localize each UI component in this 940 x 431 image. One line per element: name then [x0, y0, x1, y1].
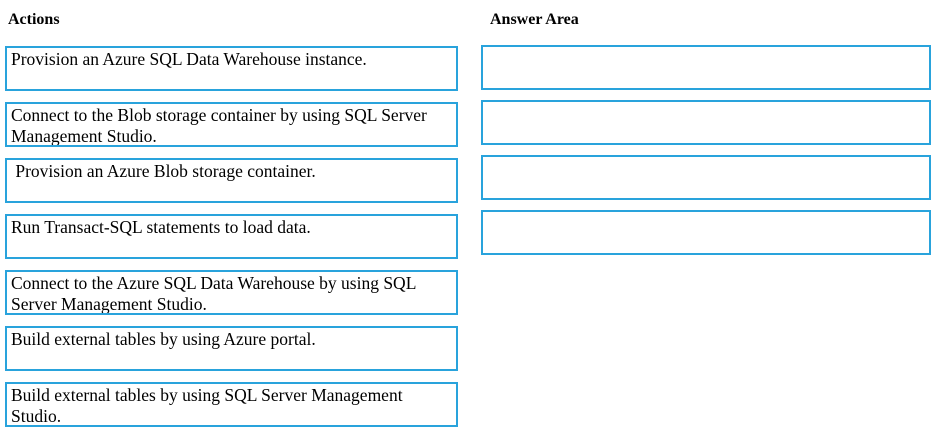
- action-item-connect-sql-dw-ssms[interactable]: Connect to the Azure SQL Data Warehouse …: [5, 270, 458, 315]
- answer-slot-3[interactable]: [481, 155, 931, 200]
- action-item-label: Run Transact-SQL statements to load data…: [11, 217, 311, 237]
- action-item-label: Connect to the Blob storage container by…: [11, 105, 432, 146]
- action-item-label: Provision an Azure SQL Data Warehouse in…: [11, 49, 367, 69]
- action-item-run-tsql[interactable]: Run Transact-SQL statements to load data…: [5, 214, 458, 259]
- action-item-build-tables-ssms[interactable]: Build external tables by using SQL Serve…: [5, 382, 458, 427]
- answer-slot-4[interactable]: [481, 210, 931, 255]
- action-item-build-tables-portal[interactable]: Build external tables by using Azure por…: [5, 326, 458, 371]
- action-item-provision-blob[interactable]: Provision an Azure Blob storage containe…: [5, 158, 458, 203]
- answer-slot-2[interactable]: [481, 100, 931, 145]
- action-item-provision-sql-dw[interactable]: Provision an Azure SQL Data Warehouse in…: [5, 46, 458, 91]
- answer-slot-list: [481, 45, 931, 255]
- action-item-label: Build external tables by using Azure por…: [11, 329, 316, 349]
- action-item-label: Provision an Azure Blob storage containe…: [11, 161, 316, 181]
- answer-area-column: Answer Area: [481, 0, 931, 265]
- action-item-connect-blob-ssms[interactable]: Connect to the Blob storage container by…: [5, 102, 458, 147]
- action-item-label: Build external tables by using SQL Serve…: [11, 385, 407, 426]
- action-item-label: Connect to the Azure SQL Data Warehouse …: [11, 273, 421, 314]
- actions-list: Provision an Azure SQL Data Warehouse in…: [5, 46, 459, 427]
- actions-header: Actions: [8, 11, 60, 28]
- answer-slot-1[interactable]: [481, 45, 931, 90]
- answer-area-header: Answer Area: [490, 11, 579, 28]
- actions-column: Actions Provision an Azure SQL Data Ware…: [5, 0, 459, 431]
